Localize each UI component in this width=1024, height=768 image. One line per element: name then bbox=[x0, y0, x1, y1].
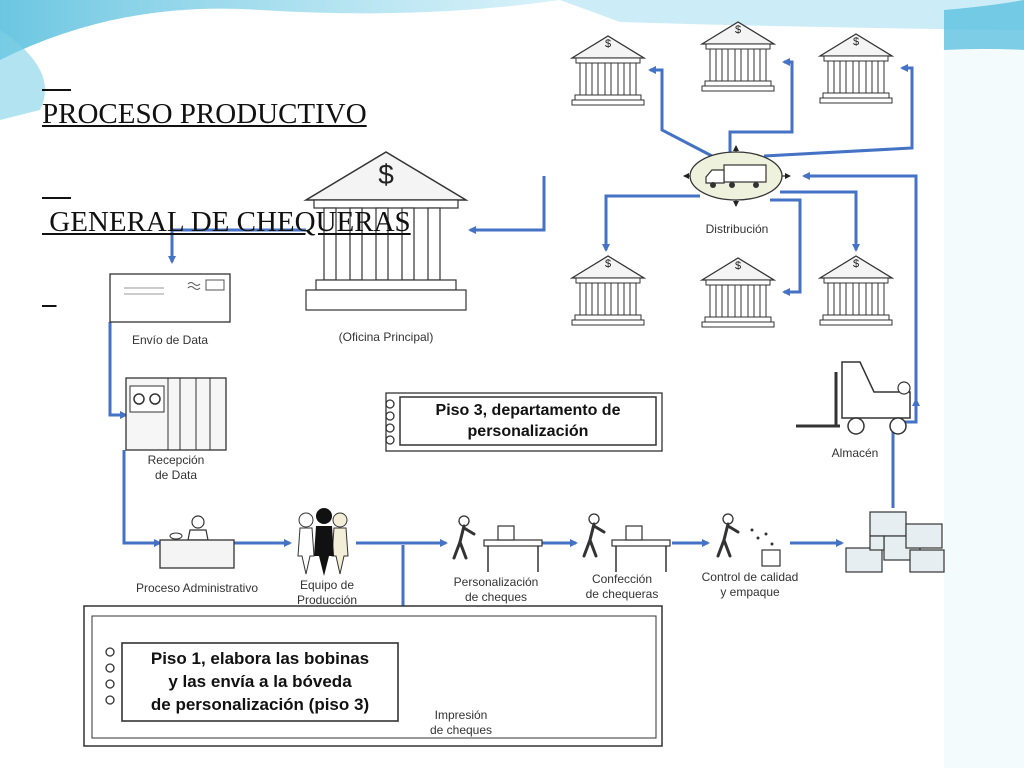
confection-worker-icon bbox=[582, 512, 671, 572]
dollar-sign: $ bbox=[852, 258, 860, 270]
dollar-sign: $ bbox=[604, 258, 612, 270]
personalization-worker-icon bbox=[452, 514, 543, 572]
hub-arrowheads bbox=[683, 145, 791, 207]
label-equipo-line-1: Equipo de bbox=[299, 578, 355, 592]
label-proceso-administrativo: Proceso Administrativo bbox=[135, 581, 259, 595]
note-piso1: Piso 1, elabora las bobinas y las envía … bbox=[124, 647, 396, 716]
label-confeccion-line-1: Confección bbox=[591, 572, 653, 586]
label-control-calidad: Control de calidad y empaque bbox=[688, 570, 812, 600]
dollar-sign: $ bbox=[604, 38, 612, 50]
note-piso1-line-2: y las envía a la bóveda bbox=[168, 672, 352, 691]
note-piso3-box bbox=[385, 392, 663, 452]
boxes-stack-icon bbox=[845, 511, 945, 573]
data-server-icon bbox=[125, 377, 227, 451]
label-distribucion: Distribución bbox=[705, 222, 769, 236]
label-almacen: Almacén bbox=[831, 446, 879, 460]
label-personalizacion-line-1: Personalización bbox=[453, 575, 539, 589]
title-line-2: GENERAL DE CHEQUERAS bbox=[42, 206, 411, 238]
label-personalizacion: Personalización de cheques bbox=[440, 575, 552, 605]
note-piso1-line-1: Piso 1, elabora las bobinas bbox=[150, 649, 370, 668]
label-personalizacion-line-2: de cheques bbox=[464, 590, 528, 604]
note-piso1-box bbox=[83, 605, 663, 747]
note-piso3: Piso 3, departamento de personalización bbox=[400, 400, 656, 442]
main-office-bank-icon bbox=[303, 151, 469, 311]
distribution-hub bbox=[689, 151, 783, 201]
dollar-sign: $ bbox=[378, 159, 394, 190]
label-envio-data: Envío de Data bbox=[131, 333, 209, 347]
label-confeccion-line-2: de chequeras bbox=[585, 587, 659, 601]
quality-control-icon bbox=[716, 512, 781, 567]
label-recepcion-data: Recepción de Data bbox=[124, 453, 228, 483]
production-team-icon bbox=[297, 508, 349, 576]
label-control-line-1: Control de calidad bbox=[701, 570, 799, 584]
note-piso3-line-1: Piso 3, departamento de bbox=[435, 402, 621, 419]
label-oficina-principal: (Oficina Principal) bbox=[338, 330, 434, 344]
label-equipo-produccion: Equipo de Producción bbox=[282, 578, 372, 608]
label-impresion: Impresión de cheques bbox=[416, 708, 506, 738]
dollar-sign: $ bbox=[734, 260, 742, 272]
label-recepcion-line-1: Recepción bbox=[147, 453, 205, 467]
label-confeccion: Confección de chequeras bbox=[570, 572, 674, 602]
truck-icon bbox=[705, 164, 767, 188]
label-impresion-line-1: Impresión bbox=[434, 708, 488, 722]
note-piso3-line-2: personalización bbox=[467, 423, 589, 440]
label-control-line-2: y empaque bbox=[720, 585, 780, 599]
note-piso1-line-3: de personalización (piso 3) bbox=[150, 695, 370, 714]
admin-desk-icon bbox=[159, 515, 235, 569]
label-equipo-line-2: Producción bbox=[296, 593, 358, 607]
slide-title: PROCESO PRODUCTIVO GENERAL DE CHEQUERAS bbox=[42, 24, 411, 312]
forklift-icon bbox=[796, 361, 911, 435]
dollar-sign: $ bbox=[852, 36, 860, 48]
dollar-sign: $ bbox=[734, 24, 742, 36]
label-recepcion-line-2: de Data bbox=[154, 468, 198, 482]
title-line-1: PROCESO PRODUCTIVO bbox=[42, 98, 367, 130]
label-impresion-line-2: de cheques bbox=[429, 723, 493, 737]
envelope-icon bbox=[109, 273, 231, 323]
